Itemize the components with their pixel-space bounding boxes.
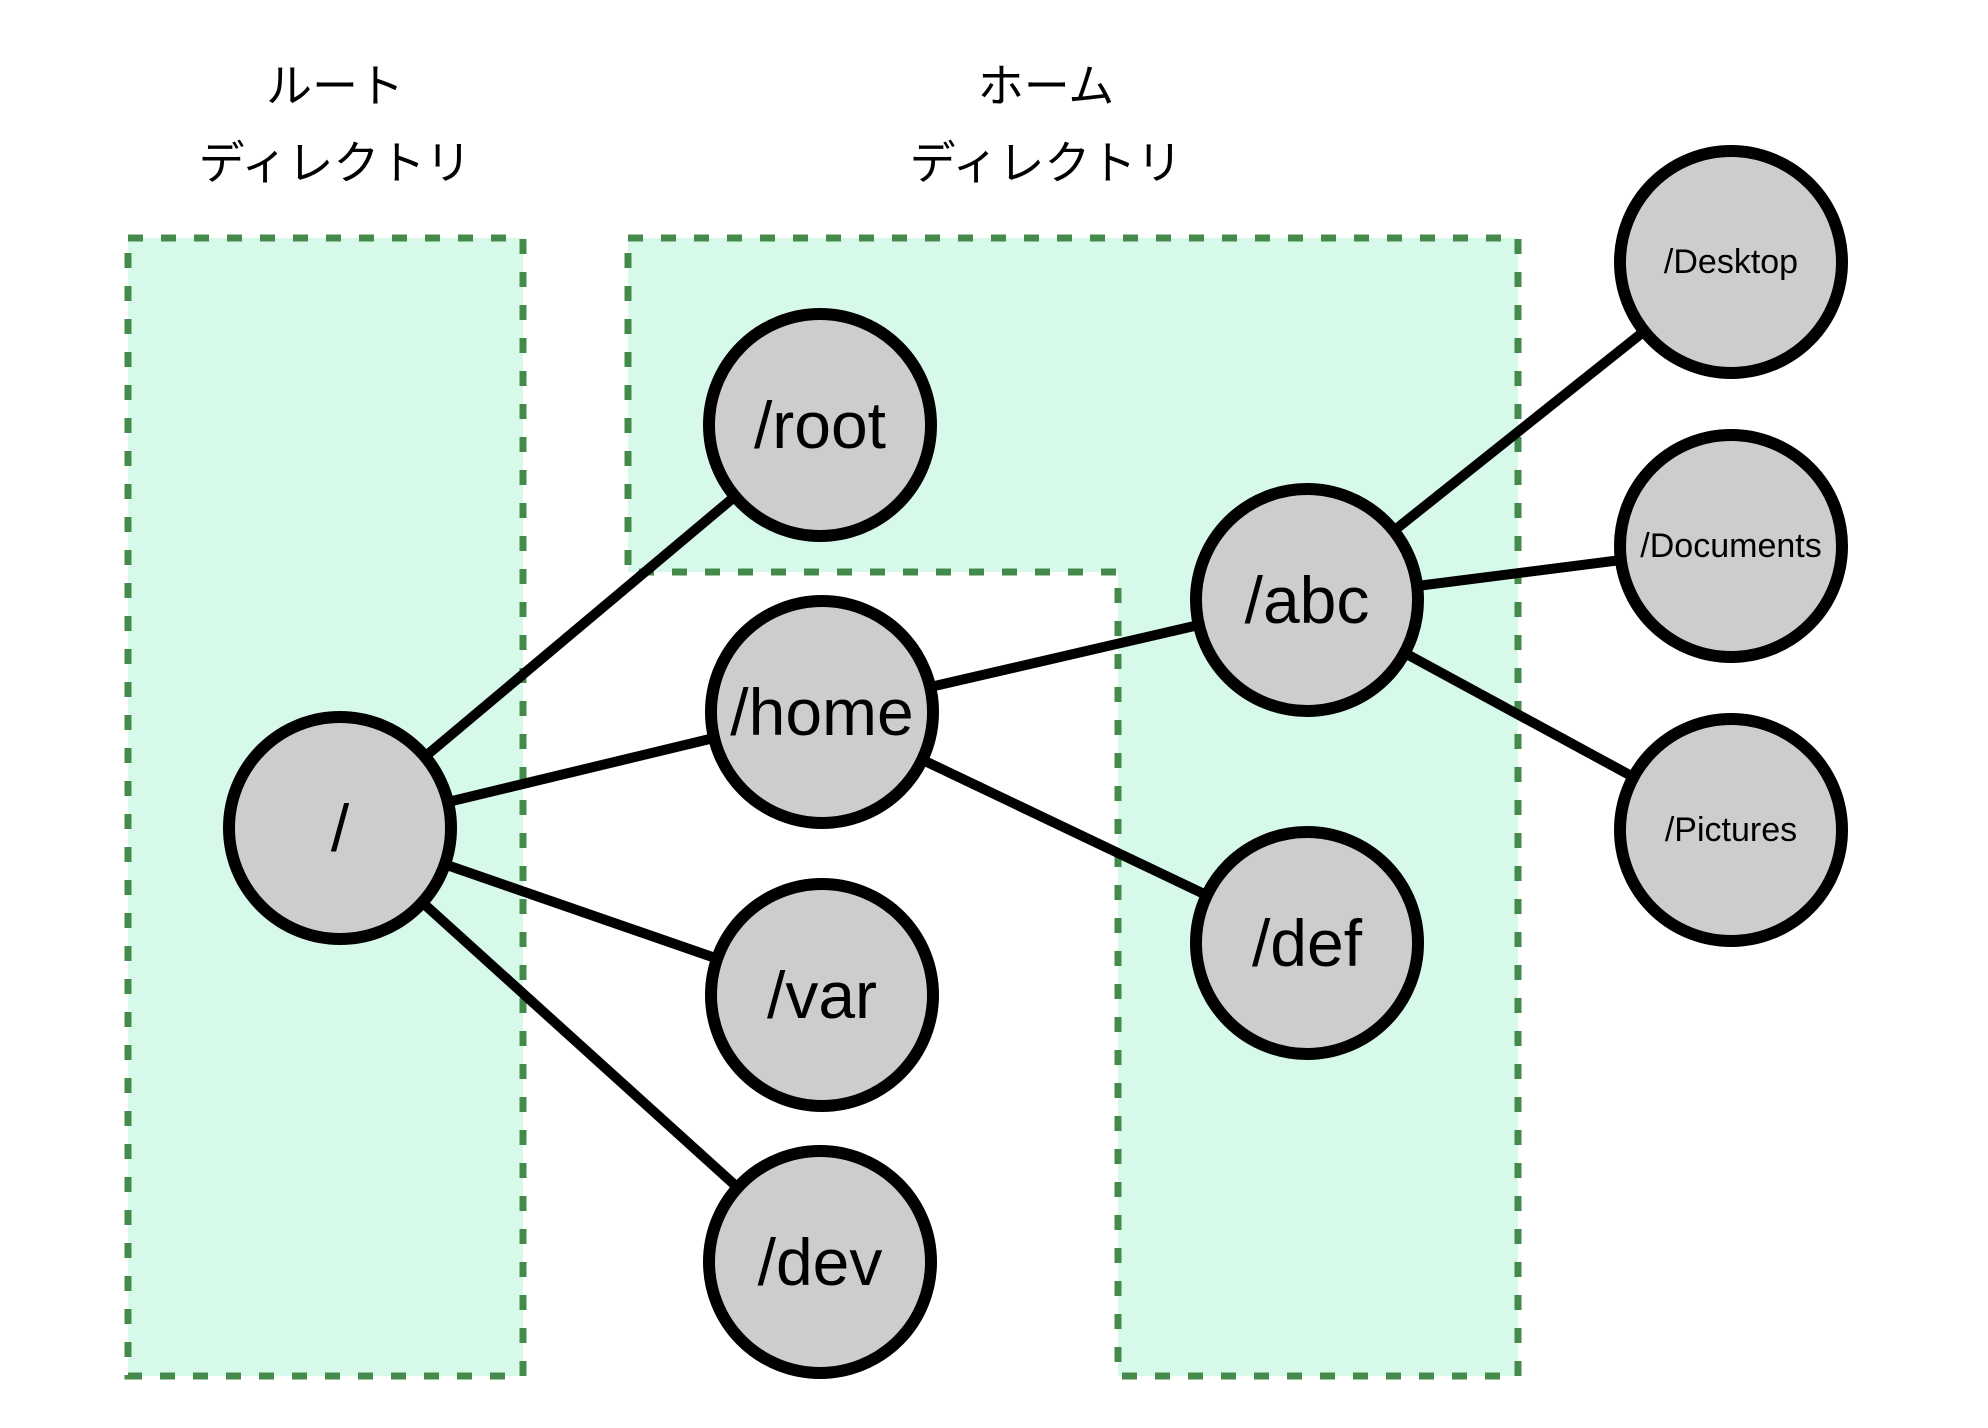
node-root-circle (703, 308, 937, 542)
node-slash: / (223, 711, 457, 945)
node-dev-circle (703, 1145, 937, 1379)
node-documents: /Documents (1614, 429, 1848, 663)
root-directory-label-line1: ルート (266, 60, 404, 112)
node-home-circle (705, 595, 939, 829)
node-root-label: /root (754, 388, 886, 462)
node-def: /def (1190, 826, 1424, 1060)
node-def-circle (1190, 826, 1424, 1060)
node-abc: /abc (1190, 483, 1424, 717)
node-abc-label: /abc (1245, 563, 1370, 637)
home-directory-label-line2: ディレクトリ (910, 137, 1183, 189)
node-def-label: /def (1252, 906, 1363, 980)
node-slash-circle (223, 711, 457, 945)
node-home: /home (705, 595, 939, 829)
node-pictures-label: /Pictures (1665, 811, 1797, 849)
node-var-label: /var (767, 958, 877, 1032)
node-dev-label: /dev (758, 1225, 883, 1299)
node-desktop: /Desktop (1614, 145, 1848, 379)
node-dev: /dev (703, 1145, 937, 1379)
node-var-circle (705, 878, 939, 1112)
node-var: /var (705, 878, 939, 1112)
node-desktop-label: /Desktop (1664, 243, 1798, 281)
root-directory-label-line2: ディレクトリ (199, 137, 472, 189)
node-pictures-circle (1614, 713, 1848, 947)
node-documents-circle (1614, 429, 1848, 663)
node-abc-circle (1190, 483, 1424, 717)
node-desktop-circle (1614, 145, 1848, 379)
home-directory-label-line1: ホーム (978, 60, 1115, 112)
node-documents-label: /Documents (1640, 527, 1821, 565)
node-home-label: /home (730, 675, 913, 749)
node-pictures: /Pictures (1614, 713, 1848, 947)
node-root: /root (703, 308, 937, 542)
node-slash-label: / (331, 791, 350, 865)
